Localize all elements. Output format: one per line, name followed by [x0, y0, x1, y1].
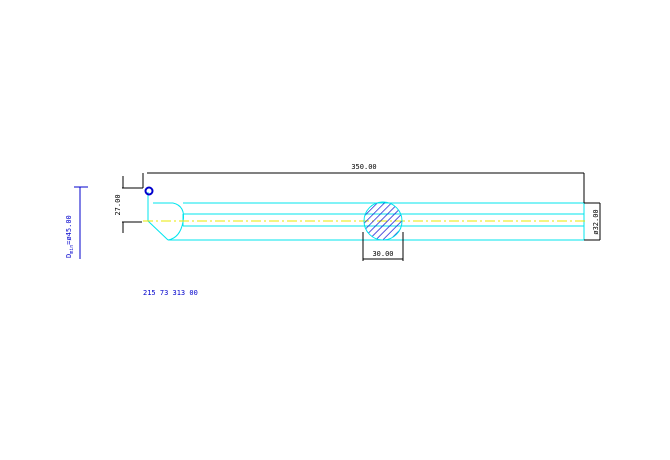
diameter-label: ø32.00	[592, 209, 600, 234]
overall-length-label: 350.00	[351, 163, 376, 171]
min-bore-indicator	[74, 186, 88, 259]
insert-marker	[144, 186, 154, 196]
head-height-label: 27.00	[114, 194, 122, 215]
min-bore-label: Dmin=ø45.00	[65, 215, 75, 258]
part-number: 215 73 313 00	[143, 289, 198, 297]
cross-section-hatch	[363, 201, 403, 241]
dimension-lines	[122, 172, 601, 261]
section-width-label: 30.00	[372, 250, 393, 258]
